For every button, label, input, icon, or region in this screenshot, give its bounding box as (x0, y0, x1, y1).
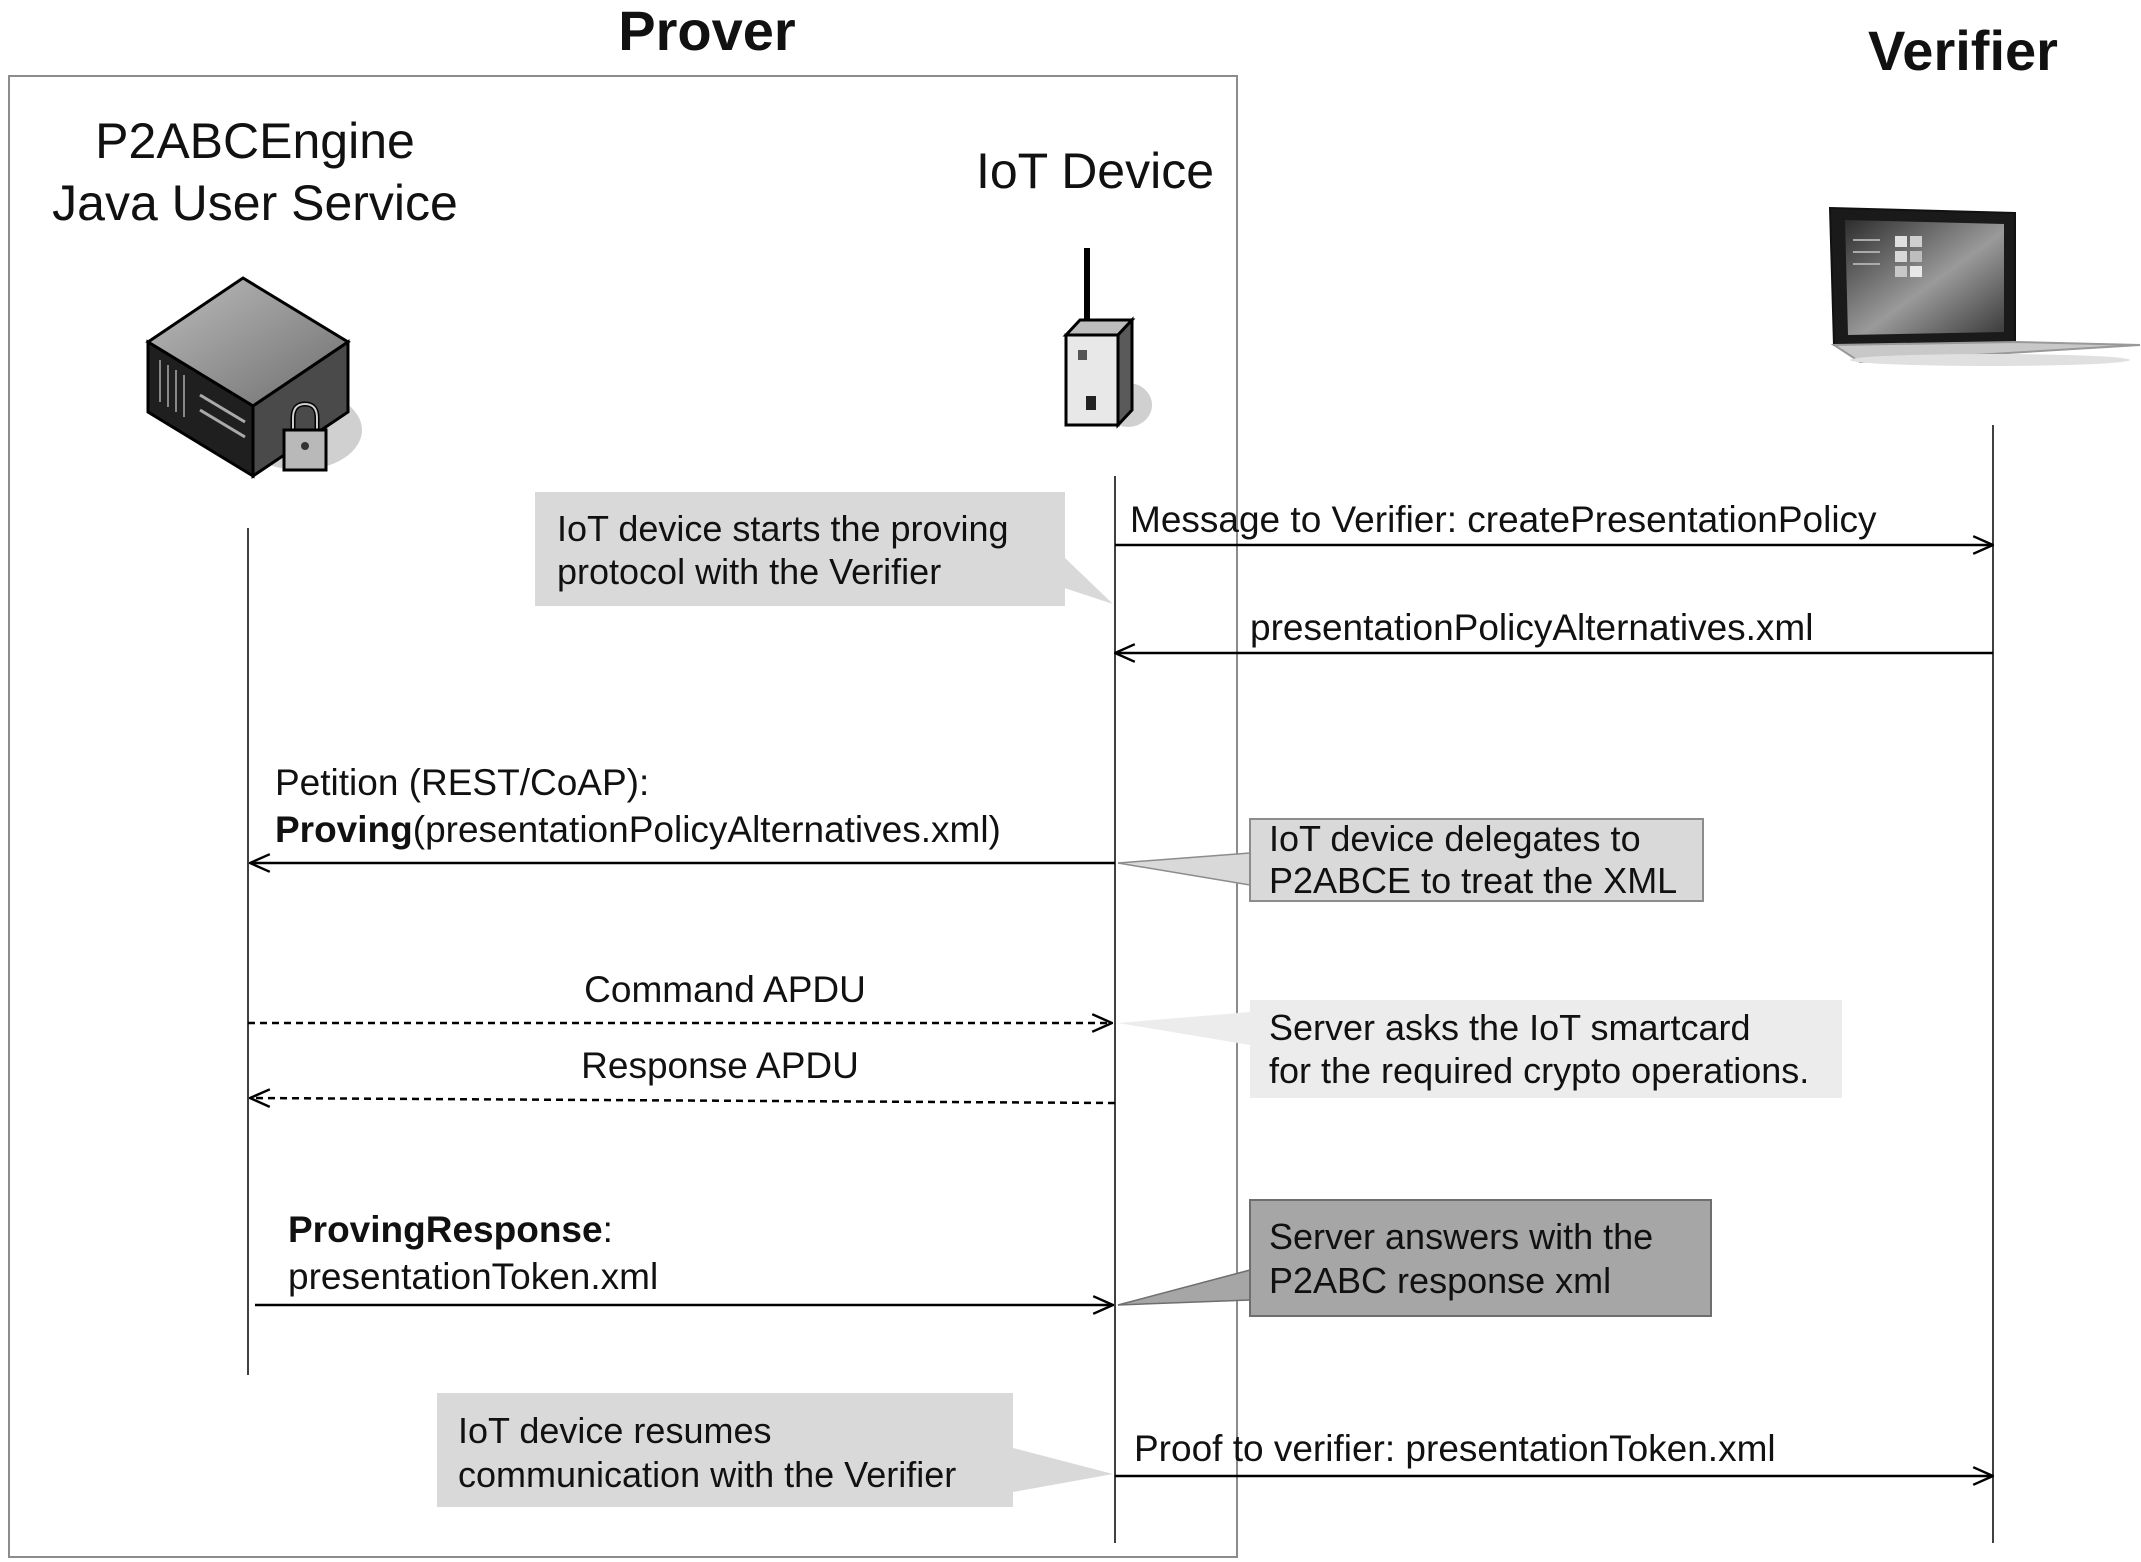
note-resume-line1: IoT device resumes (458, 1410, 771, 1451)
engine-title-line1: P2ABCEngine (95, 113, 415, 169)
msg-proving-petition-line2: Proving(presentationPolicyAlternatives.x… (275, 809, 1001, 850)
msg-response-apdu-label: Response APDU (581, 1045, 859, 1086)
note-response-xml-line2: P2ABC response xml (1269, 1260, 1611, 1301)
note-proving-start-line2: protocol with the Verifier (557, 551, 941, 592)
note-delegate-line2: P2ABCE to treat the XML (1269, 860, 1677, 901)
msg-proving-petition-line1: Petition (REST/CoAP): (275, 762, 649, 803)
msg-proving-response-colon: : (603, 1209, 613, 1250)
msg-create-policy-label: Message to Verifier: createPresentationP… (1130, 499, 1877, 540)
msg-policy-alternatives-label: presentationPolicyAlternatives.xml (1250, 607, 1813, 648)
msg-proving-response-line1: ProvingResponse: (288, 1209, 613, 1250)
note-response-xml-line1: Server answers with the (1269, 1216, 1653, 1257)
engine-title-line2: Java User Service (52, 175, 458, 231)
msg-proof-label: Proof to verifier: presentationToken.xml (1134, 1428, 1776, 1469)
note-crypto-ops: Server asks the IoT smartcard for the re… (1118, 1000, 1842, 1098)
note-crypto-ops-line2: for the required crypto operations. (1269, 1050, 1809, 1091)
note-resume-line2: communication with the Verifier (458, 1454, 956, 1495)
msg-proving-args: (presentationPolicyAlternatives.xml) (413, 809, 1001, 850)
note-delegate: IoT device delegates to P2ABCE to treat … (1117, 818, 1704, 902)
prover-boundary (8, 75, 1238, 1558)
note-proving-start: IoT device starts the proving protocol w… (535, 492, 1113, 606)
note-response-xml: Server answers with the P2ABC response x… (1117, 1199, 1712, 1317)
note-resume: IoT device resumes communication with th… (437, 1393, 1113, 1507)
note-crypto-ops-line1: Server asks the IoT smartcard (1269, 1007, 1751, 1048)
msg-proving-response-bold: ProvingResponse (288, 1209, 603, 1250)
msg-response-apdu-arrow (250, 1098, 1116, 1103)
note-delegate-line1: IoT device delegates to (1269, 818, 1641, 859)
msg-command-apdu-label: Command APDU (584, 969, 866, 1010)
prover-header: Prover (618, 0, 795, 62)
msg-proving-bold: Proving (275, 809, 413, 850)
note-proving-start-line1: IoT device starts the proving (557, 508, 1009, 549)
server-with-lock-icon (145, 276, 362, 479)
msg-proving-response-line2: presentationToken.xml (288, 1256, 658, 1297)
iot-device-antenna-icon (1062, 248, 1152, 429)
verifier-header: Verifier (1868, 19, 2058, 82)
laptop-icon (1828, 206, 2141, 366)
iot-title: IoT Device (976, 143, 1214, 199)
